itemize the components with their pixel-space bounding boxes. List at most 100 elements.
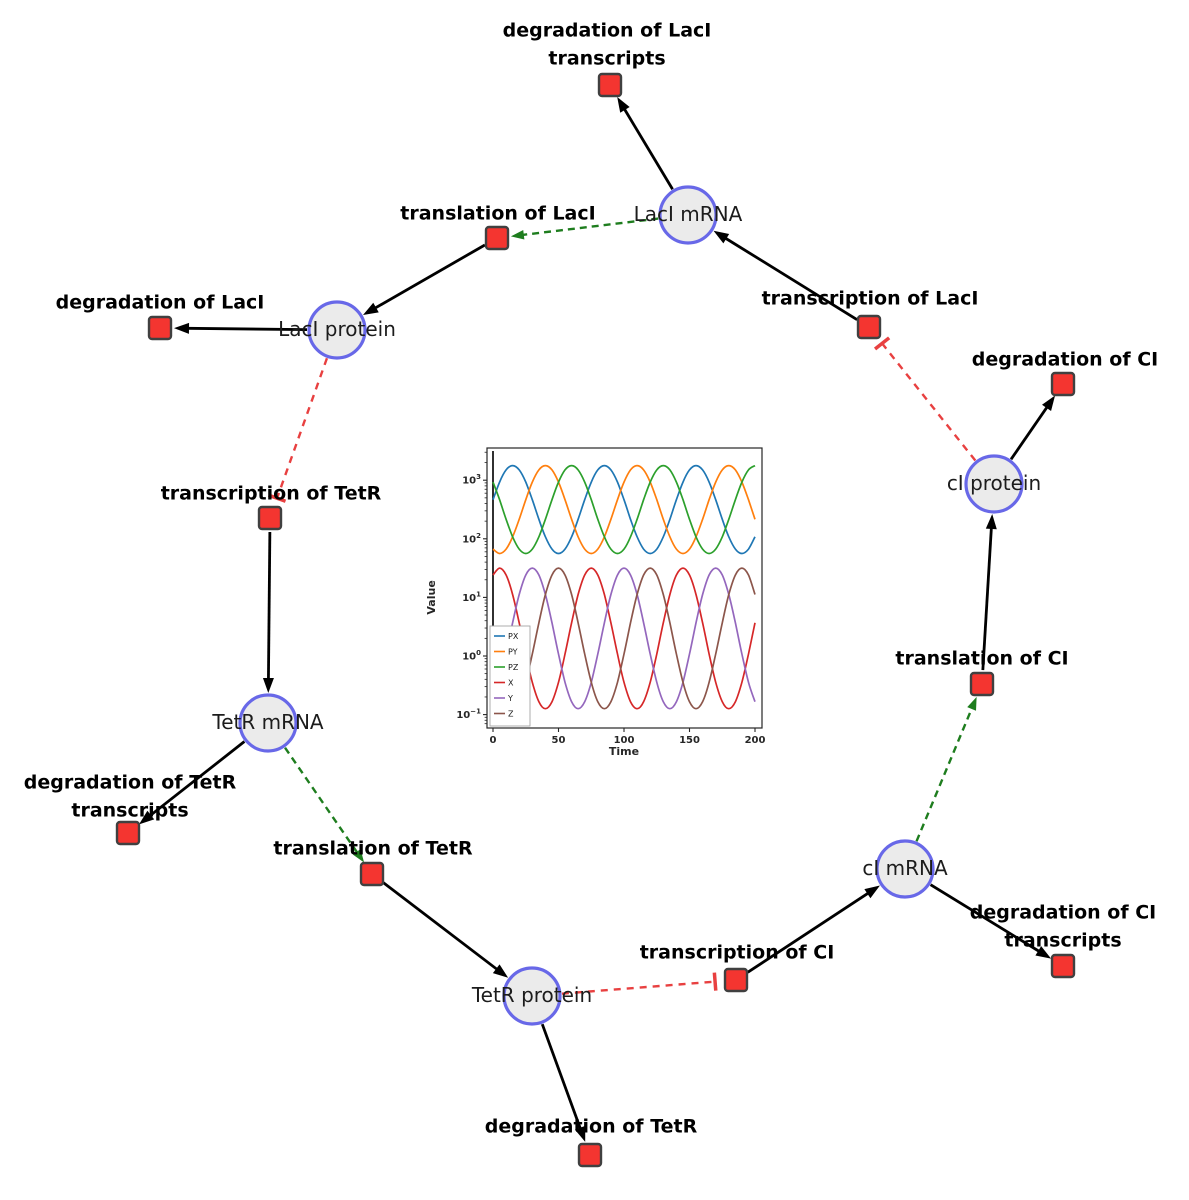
legend-label-X: X bbox=[508, 678, 514, 687]
reaction-node-deg_laci bbox=[147, 315, 173, 341]
edge-substrate-ci_mrna-deg_ci_tx bbox=[929, 883, 1041, 954]
edge-modifier-laci_mrna-translation_laci bbox=[521, 217, 659, 237]
reaction-node-deg_laci_tx bbox=[597, 72, 623, 98]
reaction-label-transcription_laci-0: transcription of LacI bbox=[762, 288, 979, 310]
legend-label-PZ: PZ bbox=[508, 663, 519, 672]
reaction-label-deg_tetr-0: degradation of TetR bbox=[485, 1116, 698, 1138]
legend-label-PX: PX bbox=[508, 632, 519, 641]
arrowhead-icon bbox=[574, 1125, 586, 1142]
arrowhead-icon bbox=[864, 885, 880, 899]
edge-modifier-tetr_mrna-translation_tetr bbox=[284, 747, 359, 855]
arrowhead-icon bbox=[173, 322, 190, 334]
arrowhead-icon bbox=[492, 964, 509, 978]
arrowhead-icon bbox=[1042, 395, 1056, 411]
reaction-label-transcription_ci-0: transcription of CI bbox=[640, 942, 835, 964]
reaction-label-translation_laci-0: translation of LacI bbox=[400, 203, 595, 225]
reaction-label-deg_tetr_tx-1: transcripts bbox=[71, 800, 188, 822]
edge-inhibitor-ci_protein-transcription_laci bbox=[881, 342, 977, 462]
edge-product-transcription_tetr-tetr_mrna bbox=[267, 531, 272, 681]
x-tick-label: 0 bbox=[490, 735, 497, 746]
edge-substrate-tetr_protein-deg_tetr bbox=[540, 1023, 583, 1131]
reaction-label-deg_laci_tx-0: degradation of LacI bbox=[503, 20, 712, 42]
edge-modifier-ci_mrna-translation_ci bbox=[915, 706, 974, 842]
edge-product-translation_laci-laci_protein bbox=[373, 243, 486, 310]
y-tick-label: 103 bbox=[462, 473, 481, 487]
legend-label-PY: PY bbox=[508, 647, 518, 656]
reaction-node-deg_tetr bbox=[577, 1142, 603, 1168]
arrowhead-icon bbox=[617, 97, 630, 113]
legend-label-Z: Z bbox=[508, 709, 514, 718]
inhibition-bar-icon bbox=[267, 493, 287, 503]
arrowhead-icon bbox=[352, 849, 365, 863]
arrowhead-icon bbox=[510, 230, 525, 240]
edge-substrate-laci_mrna-deg_laci_tx bbox=[622, 107, 674, 190]
arrowhead-icon bbox=[363, 302, 379, 316]
arrowhead-icon bbox=[139, 810, 155, 825]
arrowhead-icon bbox=[262, 677, 274, 694]
reaction-node-deg_ci bbox=[1050, 371, 1076, 397]
y-tick-label: 101 bbox=[462, 590, 481, 604]
arrowhead-icon bbox=[1035, 946, 1052, 959]
edge-substrate-laci_protein-deg_laci bbox=[186, 326, 308, 332]
chart-series-Z bbox=[492, 567, 756, 710]
reaction-node-transcription_laci bbox=[856, 314, 882, 340]
edge-substrate-tetr_mrna-deg_tetr_tx bbox=[148, 740, 246, 818]
nodes-layer bbox=[115, 72, 1076, 1168]
chart-legend bbox=[489, 625, 531, 727]
species-label-ci_mrna: cI mRNA bbox=[862, 856, 948, 880]
arrowhead-icon bbox=[967, 696, 977, 711]
edge-inhibitor-laci_protein-transcription_tetr bbox=[275, 357, 329, 499]
edge-product-transcription_ci-ci_mrna bbox=[746, 891, 870, 974]
chart-series-PZ bbox=[492, 464, 756, 555]
arrowhead-icon bbox=[985, 513, 997, 530]
species-label-ci_protein: cI protein bbox=[947, 471, 1041, 495]
x-tick-label: 100 bbox=[614, 735, 635, 746]
species-node-laci_protein bbox=[307, 300, 367, 360]
x-tick-label: 150 bbox=[679, 735, 700, 746]
reaction-label-deg_tetr_tx-0: degradation of TetR bbox=[24, 772, 237, 794]
species-node-laci_mrna bbox=[658, 185, 718, 245]
chart-series-Y bbox=[492, 567, 756, 710]
x-tick-label: 200 bbox=[745, 735, 766, 746]
reaction-node-translation_laci bbox=[484, 225, 510, 251]
chart-ylabel: Value bbox=[425, 580, 438, 614]
reaction-label-deg_laci-0: degradation of LacI bbox=[56, 292, 265, 314]
species-node-tetr_mrna bbox=[238, 693, 298, 753]
edge-product-transcription_laci-laci_mrna bbox=[723, 236, 858, 321]
species-label-tetr_protein: TetR protein bbox=[471, 983, 592, 1007]
chart-series-PY bbox=[492, 464, 756, 555]
reaction-node-translation_ci bbox=[969, 671, 995, 697]
species-node-ci_mrna bbox=[875, 839, 935, 899]
reaction-label-deg_laci_tx-1: transcripts bbox=[548, 48, 665, 70]
x-tick-label: 50 bbox=[552, 735, 566, 746]
reaction-label-transcription_tetr-0: transcription of TetR bbox=[161, 483, 382, 505]
reaction-node-deg_tetr_tx bbox=[115, 820, 141, 846]
reaction-label-deg_ci_tx-0: degradation of CI bbox=[970, 902, 1156, 924]
reaction-label-deg_ci_tx-1: transcripts bbox=[1004, 930, 1121, 952]
reaction-label-translation_tetr-0: translation of TetR bbox=[273, 838, 473, 860]
y-tick-label: 100 bbox=[462, 649, 481, 663]
reaction-node-transcription_ci bbox=[723, 967, 749, 993]
inhibition-bar-icon bbox=[712, 972, 718, 991]
reaction-label-translation_ci-0: translation of CI bbox=[895, 648, 1068, 670]
y-tick-label: 10−1 bbox=[456, 708, 481, 722]
edges-layer bbox=[139, 97, 1056, 1142]
edge-product-translation_ci-ci_protein bbox=[981, 526, 993, 671]
reaction-node-transcription_tetr bbox=[257, 505, 283, 531]
y-tick-label: 102 bbox=[462, 532, 481, 546]
species-label-laci_protein: LacI protein bbox=[278, 317, 396, 341]
reaction-label-deg_ci-0: degradation of CI bbox=[972, 349, 1158, 371]
reaction-node-translation_tetr bbox=[359, 861, 385, 887]
chart-series-PX bbox=[492, 464, 756, 555]
species-node-ci_protein bbox=[964, 454, 1024, 514]
species-label-laci_mrna: LacI mRNA bbox=[634, 202, 743, 226]
edge-product-translation_tetr-tetr_protein bbox=[382, 881, 499, 972]
arrowhead-icon bbox=[713, 230, 730, 244]
inhibition-bar-icon bbox=[873, 336, 891, 351]
chart-series-X bbox=[492, 567, 756, 710]
legend-label-Y: Y bbox=[507, 694, 513, 703]
chart-xlabel: Time bbox=[609, 745, 639, 758]
